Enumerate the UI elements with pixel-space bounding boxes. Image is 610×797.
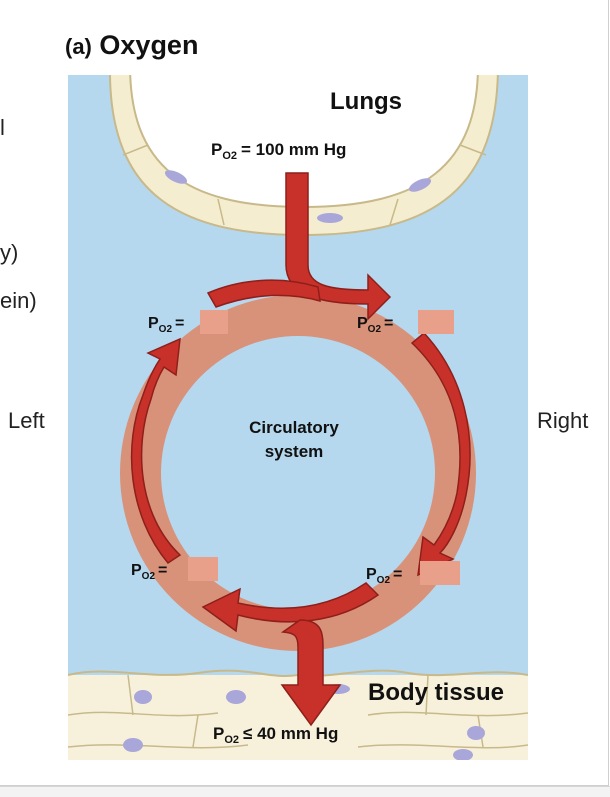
circulatory-center [161, 336, 435, 610]
svg-text:PO2= 100 mm Hg: PO2= 100 mm Hg [211, 140, 346, 162]
blank-box-bottom-right [420, 561, 460, 585]
svg-text:PO2≤ 40 mm Hg: PO2≤ 40 mm Hg [213, 724, 338, 746]
bottom-toolbar-strip [0, 786, 610, 797]
left-label: Left [8, 408, 45, 433]
po2-top-right: PO2= [357, 315, 393, 335]
svg-text:PO2=: PO2= [148, 315, 184, 335]
arrow-to-tissue [280, 619, 342, 727]
svg-text:PO2=: PO2= [131, 562, 167, 582]
edge-fragment-3: ein) [0, 288, 37, 313]
po2-top-left: PO2= [148, 315, 184, 335]
lungs-alveolus [109, 75, 499, 237]
po2-bottom-left: PO2= [131, 562, 167, 582]
top-pressure-label: PO2= 100 mm Hg [211, 140, 346, 162]
title-part: (a) [65, 34, 92, 59]
arrow-bottom-left [201, 582, 380, 633]
blank-box-top-left [200, 310, 228, 334]
arrow-top-left [206, 279, 321, 308]
blank-box-top-right [418, 310, 454, 334]
diagram-title: (a) Oxygen [65, 30, 198, 61]
svg-text:PO2=: PO2= [366, 566, 402, 586]
blank-box-bottom-left [188, 557, 218, 581]
edge-fragment-2: y) [0, 240, 19, 265]
svg-text:PO2=: PO2= [357, 315, 393, 335]
center-label-line2: system [265, 442, 324, 461]
bottom-pressure-label: PO2≤ 40 mm Hg [213, 724, 338, 746]
lungs-label: Lungs [330, 88, 402, 115]
oxygen-diagram: Lungs PO2= 100 mm Hg PO2= PO2= PO2= PO2=… [68, 75, 528, 760]
right-label: Right [537, 408, 589, 433]
center-label-line1: Circulatory [249, 418, 339, 437]
title-label: Oxygen [99, 30, 199, 60]
po2-bottom-right: PO2= [366, 566, 402, 586]
flow-arrows [130, 172, 471, 727]
arrow-left-up [130, 337, 182, 564]
edge-fragment-1: l [0, 115, 5, 140]
arrow-right-down [410, 331, 471, 577]
body-tissue-label: Body tissue [368, 679, 504, 706]
